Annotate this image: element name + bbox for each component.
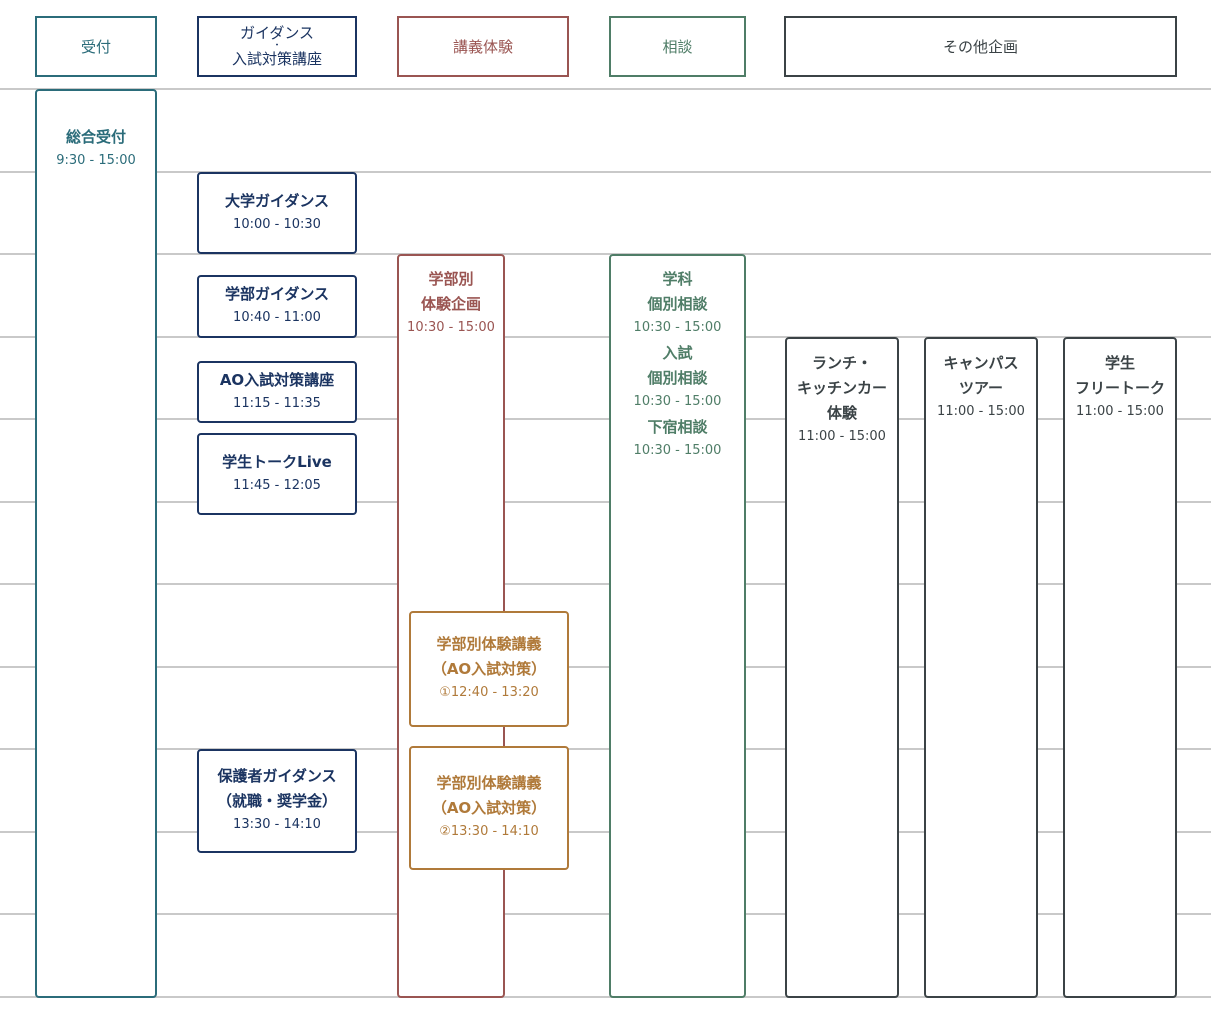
event-title: 学部ガイダンス xyxy=(224,285,330,303)
event-university-guidance[interactable]: 大学ガイダンス 10:00 - 10:30 xyxy=(197,172,357,254)
event-time: 10:30 - 15:00 xyxy=(633,394,722,409)
event-title: 学部別体験講義 （AO入試対策） xyxy=(431,774,547,817)
event-title: 大学ガイダンス xyxy=(224,191,330,210)
event-student-free-talk[interactable]: 学生 フリートーク 11:00 - 15:00 xyxy=(1063,337,1177,998)
event-general-reception[interactable]: 総合受付 9:30 - 15:00 xyxy=(35,89,157,998)
event-title: 学生トークLive xyxy=(222,452,332,471)
event-time: 10:30 - 15:00 xyxy=(633,320,722,335)
event-time: 9:30 - 15:00 xyxy=(56,153,136,168)
event-faculty-lecture-2[interactable]: 学部別体験講義 （AO入試対策） ②13:30 - 14:10 xyxy=(409,746,569,870)
timeslot-gridline xyxy=(0,336,1211,338)
timeslot-gridline xyxy=(0,88,1211,90)
timeslot-gridline xyxy=(0,666,1211,668)
header-lecture: 講義体験 xyxy=(397,16,569,77)
timeslot-gridline xyxy=(0,501,1211,503)
event-title: 総合受付 xyxy=(65,128,126,146)
event-title: 保護者ガイダンス （就職・奨学金） xyxy=(216,767,337,810)
header-consult: 相談 xyxy=(609,16,746,77)
timeslot-gridline xyxy=(0,171,1211,173)
header-consult-label: 相談 xyxy=(662,38,693,56)
event-time: ①12:40 - 13:20 xyxy=(439,685,539,700)
event-time: 10:40 - 11:00 xyxy=(233,310,321,325)
event-time: 11:15 - 11:35 xyxy=(233,395,321,411)
event-title: 学生 フリートーク xyxy=(1074,354,1165,397)
header-guidance: ガイダンス ・ 入試対策講座 xyxy=(197,16,357,77)
event-title: キャンパス ツアー xyxy=(943,354,1019,397)
event-faculty-guidance[interactable]: 学部ガイダンス 10:40 - 11:00 xyxy=(197,275,357,338)
event-title: 入試 個別相談 xyxy=(647,344,708,387)
event-title: AO入試対策講座 xyxy=(219,370,335,389)
consult-lodging: 下宿相談 10:30 - 15:00 xyxy=(634,415,722,464)
event-time: 10:30 - 15:00 xyxy=(407,320,495,335)
header-guidance-line1: ガイダンス xyxy=(239,24,315,42)
event-time: ②13:30 - 14:10 xyxy=(439,824,539,839)
timeslot-gridline xyxy=(0,748,1211,750)
header-guidance-separator: ・ xyxy=(272,41,282,51)
event-lunch-kitchen-car[interactable]: ランチ・ キッチンカー 体験 11:00 - 15:00 xyxy=(785,337,899,998)
timeslot-gridline xyxy=(0,831,1211,833)
header-guidance-line2: 入試対策講座 xyxy=(231,50,322,68)
event-campus-tour[interactable]: キャンパス ツアー 11:00 - 15:00 xyxy=(924,337,1038,998)
timeslot-gridline xyxy=(0,583,1211,585)
event-student-talk-live[interactable]: 学生トークLive 11:45 - 12:05 xyxy=(197,433,357,515)
header-other: その他企画 xyxy=(784,16,1177,77)
timeslot-gridline xyxy=(0,253,1211,255)
event-title: 学科 個別相談 xyxy=(647,270,708,313)
event-time: 13:30 - 14:10 xyxy=(233,817,321,832)
event-title: ランチ・ キッチンカー 体験 xyxy=(796,354,887,422)
event-faculty-lecture-1[interactable]: 学部別体験講義 （AO入試対策） ①12:40 - 13:20 xyxy=(409,611,569,727)
header-lecture-label: 講義体験 xyxy=(452,38,513,56)
event-title: 学部別 体験企画 xyxy=(420,270,481,313)
header-reception: 受付 xyxy=(35,16,157,77)
event-time: 11:00 - 15:00 xyxy=(1076,404,1164,419)
timeslot-gridline xyxy=(0,418,1211,420)
event-time: 11:45 - 12:05 xyxy=(233,477,321,493)
consult-department: 学科 個別相談 10:30 - 15:00 xyxy=(634,267,722,341)
event-time: 10:30 - 15:00 xyxy=(633,443,722,458)
header-reception-label: 受付 xyxy=(80,38,111,56)
timeslot-gridline xyxy=(0,996,1211,998)
event-time: 10:00 - 10:30 xyxy=(233,216,321,232)
event-title: 学部別体験講義 （AO入試対策） xyxy=(431,635,547,678)
event-parent-guidance[interactable]: 保護者ガイダンス （就職・奨学金） 13:30 - 14:10 xyxy=(197,749,357,853)
timeslot-gridline xyxy=(0,913,1211,915)
event-ao-exam-course[interactable]: AO入試対策講座 11:15 - 11:35 xyxy=(197,361,357,423)
event-time: 11:00 - 15:00 xyxy=(798,429,886,444)
event-title: 下宿相談 xyxy=(647,418,708,436)
event-time: 11:00 - 15:00 xyxy=(937,404,1025,419)
consult-admission: 入試 個別相談 10:30 - 15:00 xyxy=(634,341,722,415)
header-other-label: その他企画 xyxy=(942,38,1018,56)
event-consultations[interactable]: 学科 個別相談 10:30 - 15:00 入試 個別相談 10:30 - 15… xyxy=(609,254,746,998)
